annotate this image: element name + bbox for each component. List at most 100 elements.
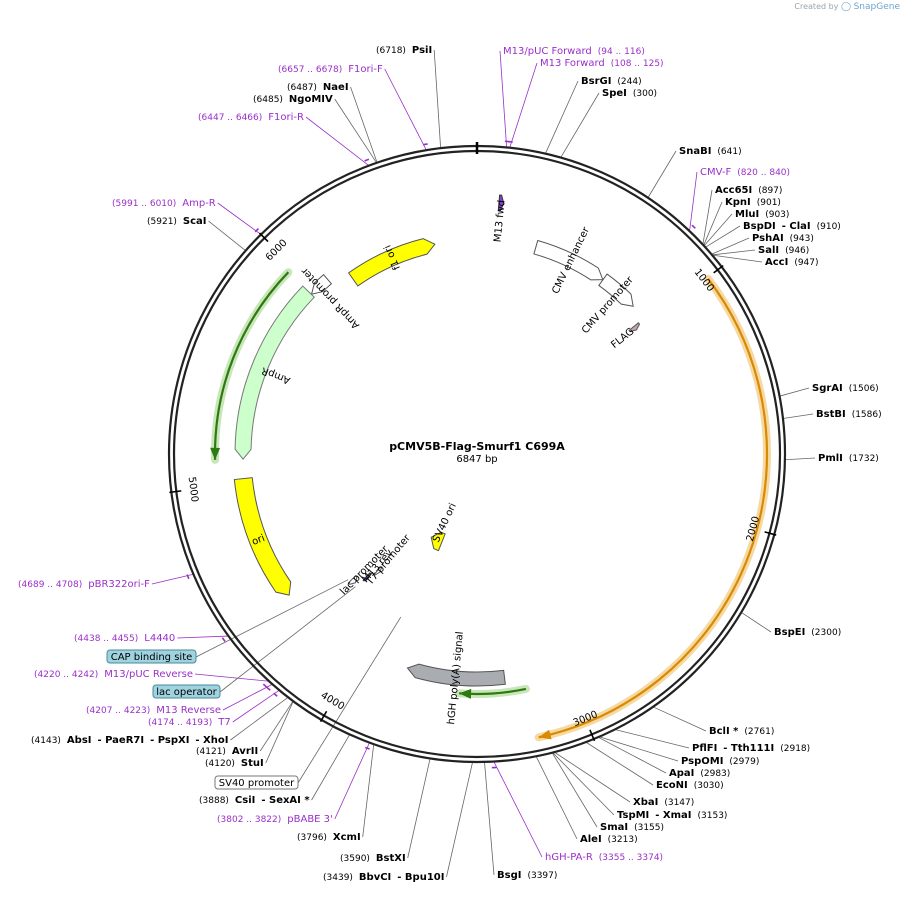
position-value: (2918) [780, 744, 810, 754]
primer-site-mark [274, 693, 278, 696]
primer-name: Amp-R [182, 198, 216, 209]
enzyme-name: BclI * [709, 726, 739, 737]
position-value: (6487) [287, 83, 317, 93]
site-label-4174-4193-t7: (4174 .. 4193)T7 [148, 717, 231, 728]
leader-line [335, 743, 370, 819]
position-value: (897) [758, 186, 782, 196]
position-value: (901) [757, 198, 781, 208]
leader-line [298, 617, 401, 783]
site-label-acci-947: AccI (947) [765, 257, 819, 268]
position-value: (641) [717, 147, 741, 157]
site-label-layer: (6718)PsiI(6657 .. 6678)F1ori-F(6487)Nae… [18, 45, 882, 883]
position-value: (947) [794, 258, 818, 268]
enzyme-name: PmlI [818, 453, 843, 464]
box-label-text: lac operator [156, 687, 217, 698]
position-value: (244) [617, 77, 641, 87]
enzyme-name: BspEI [774, 627, 805, 638]
position-value: (6657 .. 6678) [278, 65, 342, 75]
leader-line [363, 744, 374, 837]
leader-line [306, 117, 369, 166]
enzyme-name: NaeI [323, 82, 349, 93]
leader-line [545, 81, 578, 154]
primer-site-mark [222, 638, 225, 642]
site-label-bstbi-1586: BstBI(1586) [816, 409, 882, 420]
position-value: (2983) [700, 769, 730, 779]
primer-site-mark [263, 684, 266, 687]
tick-label-4000: 4000 [319, 690, 347, 712]
tick-label-5000: 5000 [186, 476, 200, 503]
site-label-4120-stui: (4120)StuI [205, 758, 264, 769]
enzyme-name: - PspXI [150, 735, 189, 746]
enzyme-name: BstXI [376, 853, 406, 864]
primer-name: pBABE 3' [287, 814, 333, 825]
position-value: (3213) [608, 835, 638, 845]
enzyme-name: SpeI [602, 88, 627, 99]
site-label-apai-2983: ApaI(2983) [669, 768, 730, 779]
position-value: (3355 .. 3374) [599, 853, 663, 863]
position-value: (6485) [253, 95, 283, 105]
site-label-3590-bstxi: (3590)BstXI [340, 853, 406, 864]
enzyme-name: PsiI [412, 45, 432, 56]
enzyme-name: ScaI [183, 216, 207, 227]
orf-layer [210, 272, 767, 739]
leader-line [385, 69, 427, 150]
position-value: (2979) [729, 757, 759, 767]
position-value: (6447 .. 6466) [198, 113, 262, 123]
leader-line [536, 756, 577, 839]
primer-site-mark [365, 159, 369, 161]
enzyme-name: CsiI [235, 795, 255, 806]
leader-line [561, 93, 599, 158]
brand-watermark: Created by ◯ SnapGene [794, 2, 900, 12]
brand-name: SnapGene [854, 2, 900, 12]
feature-m13-fwd: M13 fwd [493, 195, 508, 243]
leader-line [195, 674, 269, 681]
site-label-3439-bbvci-bpu10i: (3439)BbvCI- Bpu10I [323, 872, 444, 883]
position-value: (4207 .. 4223) [86, 706, 150, 716]
position-value: (4143) [31, 736, 61, 746]
enzyme-name: AccI [765, 257, 788, 268]
site-label-tspmi-xmai-3153: TspMI- XmaI(3153) [617, 810, 727, 821]
site-label-4207-4223-m13-reverse: (4207 .. 4223)M13 Reverse [86, 705, 221, 716]
leader-line [553, 753, 614, 815]
position-value: (910) [817, 222, 841, 232]
leader-line [233, 690, 280, 722]
site-label-mlui-903: MluI(903) [735, 209, 789, 220]
enzyme-name: - XmaI [655, 810, 691, 821]
leader-line [599, 737, 678, 761]
site-label-pmli-1732: PmlI(1732) [818, 453, 879, 464]
site-label-alei-3213: AleI (3213) [580, 834, 638, 845]
enzyme-name: XcmI [333, 832, 361, 843]
leader-line [218, 203, 261, 234]
leader-line [335, 99, 377, 163]
position-value: (6718) [376, 46, 406, 56]
position-value: (94 .. 116) [598, 47, 645, 57]
enzyme-name: KpnI [725, 197, 751, 208]
site-label-cmv-f-820-840: CMV-F(820 .. 840) [700, 167, 790, 178]
primer-name: CMV-F [700, 167, 731, 178]
enzyme-name: SalI [758, 245, 779, 256]
position-value: (108 .. 125) [611, 59, 664, 69]
feature-ori: ori [234, 478, 290, 596]
position-value: (3888) [199, 796, 229, 806]
site-label-hgh-pa-r-3355-3374: hGH-PA-R(3355 .. 3374) [545, 852, 663, 863]
enzyme-name: BsrGI [581, 76, 611, 87]
primer-name: T7 [217, 717, 230, 728]
site-label-m13-puc-forward-94-116: M13/pUC Forward(94 .. 116) [503, 46, 645, 57]
leader-line [598, 737, 666, 773]
site-label-bsgi-3397: BsgI(3397) [497, 870, 557, 881]
primer-name: M13 Forward [540, 58, 605, 69]
position-value: (1586) [852, 410, 882, 420]
map-length: 6847 bp [456, 454, 497, 465]
enzyme-name: AleI [580, 834, 602, 845]
leader-line [712, 250, 755, 255]
primer-site-mark [692, 225, 695, 228]
enzyme-name: NgoMIV [289, 94, 333, 105]
enzyme-name: - PaeR7I [97, 735, 144, 746]
primer-name: M13/pUC Reverse [104, 669, 193, 680]
box-label-cap-binding-site: CAP binding site [107, 650, 196, 663]
enzyme-name: AbsI [67, 735, 92, 746]
leader-line [312, 734, 350, 800]
enzyme-name: BsgI [497, 870, 521, 881]
